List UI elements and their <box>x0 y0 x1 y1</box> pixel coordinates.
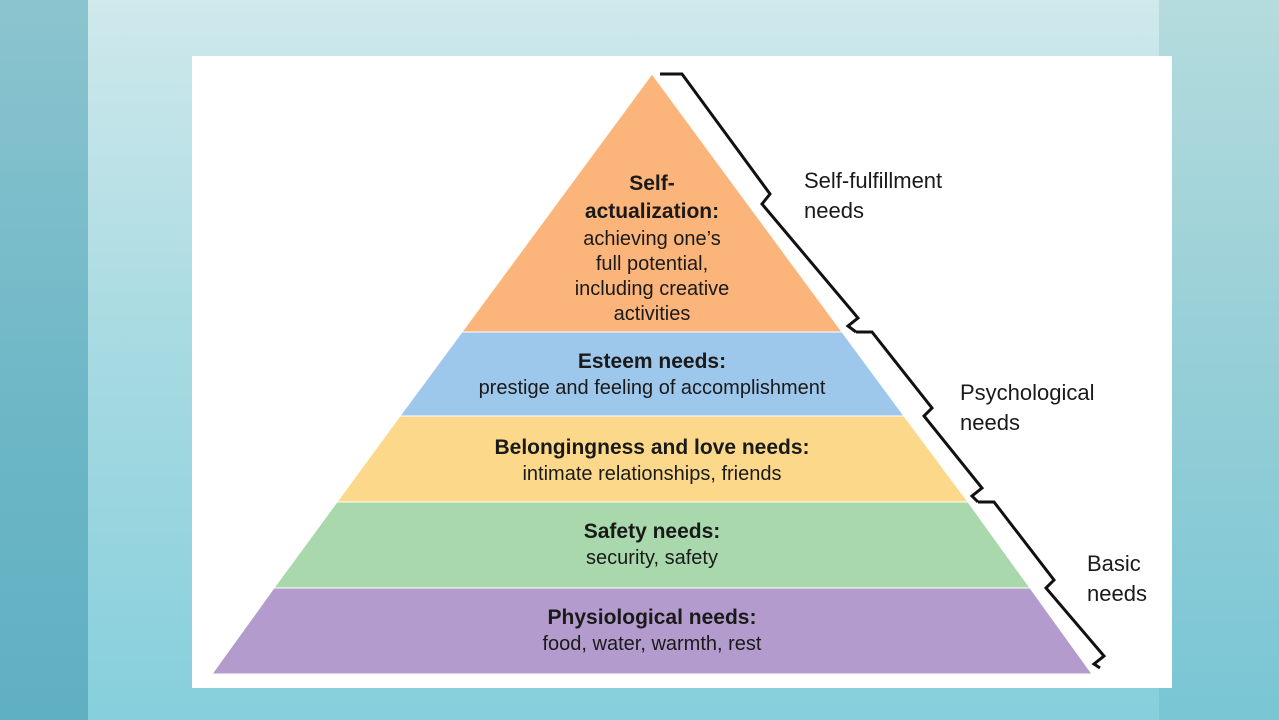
background-right-strip <box>1159 0 1279 720</box>
self-actualization-title-line-1: Self- <box>629 172 675 195</box>
background-left-strip <box>0 0 88 720</box>
safety-desc: security, safety <box>586 547 718 569</box>
maslow-pyramid-diagram: Self- actualization: achieving one’s ful… <box>211 72 1147 675</box>
level-band-physiological <box>211 587 1093 675</box>
psychological-label-line-2: needs <box>960 410 1020 435</box>
self-actualization-desc-line-2: full potential, <box>596 253 708 275</box>
self-fulfillment-bracket <box>660 72 861 334</box>
level-band-safety <box>273 501 1031 589</box>
diagram-panel: Self- actualization: achieving one’s ful… <box>192 56 1172 688</box>
basic-needs-label-line-1: Basic <box>1087 551 1141 576</box>
physiological-title: Physiological needs: <box>548 606 757 629</box>
basic-needs-label-line-2: needs <box>1087 581 1147 606</box>
self-fulfillment-label-line-2: needs <box>804 198 864 223</box>
esteem-title: Esteem needs: <box>578 350 726 373</box>
level-band-belongingness <box>336 415 969 503</box>
safety-title: Safety needs: <box>584 520 721 543</box>
level-band-esteem <box>399 331 905 417</box>
belongingness-title: Belongingness and love needs: <box>494 436 809 459</box>
self-actualization-desc-line-3: including creative <box>575 278 730 300</box>
psychological-label-line-1: Psychological <box>960 380 1095 405</box>
physiological-desc: food, water, warmth, rest <box>543 633 762 655</box>
self-actualization-desc-line-1: achieving one’s <box>583 228 721 250</box>
belongingness-desc: intimate relationships, friends <box>522 463 781 485</box>
self-actualization-title-line-2: actualization: <box>585 200 719 223</box>
esteem-desc: prestige and feeling of accomplishment <box>479 377 826 399</box>
basic-needs-bracket <box>978 500 1107 670</box>
self-fulfillment-label-line-1: Self-fulfillment <box>804 168 942 193</box>
psychological-bracket <box>856 330 985 504</box>
self-actualization-desc-line-4: activities <box>614 303 691 325</box>
